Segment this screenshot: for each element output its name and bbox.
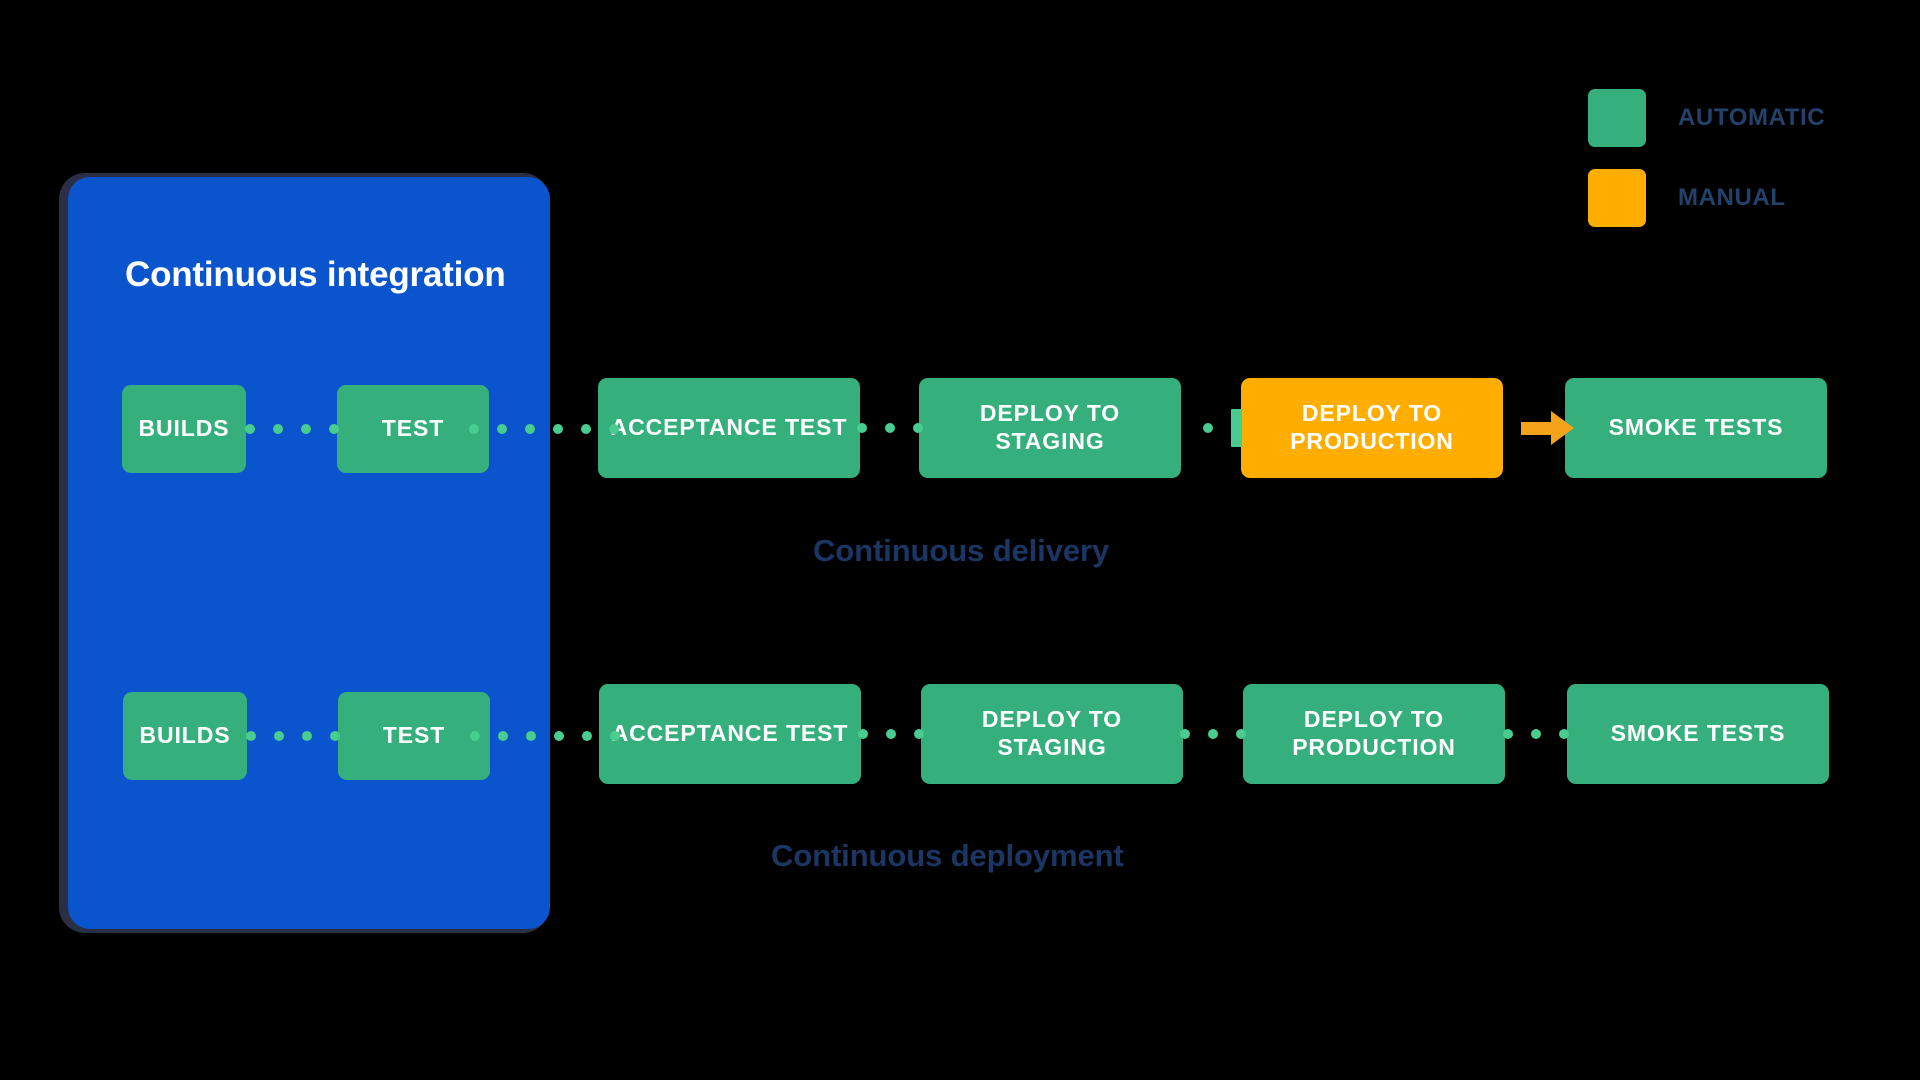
connector-dot [1203, 423, 1213, 433]
connector-arrow-icon [1521, 411, 1574, 445]
stage-continuous-deployment-smoke-tests[interactable]: SMOKE TESTS [1567, 684, 1829, 784]
connector-dot [609, 731, 620, 741]
connector-dot [1236, 729, 1246, 739]
connector-dot [886, 729, 896, 739]
arrow-shaft [1521, 421, 1551, 435]
connector-dot [1180, 729, 1190, 739]
stage-continuous-deployment-deploy-to-staging[interactable]: DEPLOY TO STAGING [921, 684, 1183, 784]
connector-dot [496, 424, 507, 434]
caption-continuous-deployment: Continuous deployment [771, 838, 1124, 873]
connector-dot [553, 731, 564, 741]
connector-dot [1559, 729, 1569, 739]
manual-swatch [1588, 169, 1646, 227]
stage-continuous-delivery-deploy-to-staging[interactable]: DEPLOY TO STAGING [919, 378, 1181, 478]
connector-dots-continuous-deployment-2 [469, 730, 620, 742]
stage-continuous-deployment-test[interactable]: TEST [338, 692, 490, 780]
stage-continuous-delivery-builds[interactable]: BUILDS [122, 385, 246, 473]
connector-dot [245, 731, 256, 741]
stage-continuous-delivery-acceptance-test[interactable]: ACCEPTANCE TEST [598, 378, 860, 478]
automatic-swatch [1588, 89, 1646, 147]
connector-dot [329, 731, 340, 741]
connector-dot [581, 731, 592, 741]
stage-continuous-deployment-builds[interactable]: BUILDS [123, 692, 247, 780]
stage-continuous-delivery-deploy-to-production[interactable]: DEPLOY TO PRODUCTION [1241, 378, 1503, 478]
connector-dot [1531, 729, 1541, 739]
connector-dot [884, 423, 895, 433]
connector-dot [273, 731, 284, 741]
legend-label-manual: MANUAL [1678, 184, 1786, 211]
stage-continuous-deployment-deploy-to-production[interactable]: DEPLOY TO PRODUCTION [1243, 684, 1505, 784]
connector-dots-continuous-deployment-5 [1503, 728, 1569, 740]
connector-dot [300, 424, 311, 434]
ci-panel-title: Continuous integration [125, 255, 506, 294]
connector-dot [469, 731, 480, 741]
manual-approval-gate-icon [1231, 409, 1242, 447]
legend: AUTOMATIC MANUAL [1588, 88, 1888, 248]
connector-dot [914, 729, 924, 739]
connector-dot [272, 424, 283, 434]
connector-dot [468, 424, 479, 434]
connector-dot [301, 731, 312, 741]
connector-dots-continuous-delivery-1 [244, 423, 339, 435]
ci-panel [68, 177, 550, 929]
connector-dots-continuous-deployment-1 [245, 730, 340, 742]
connector-dot [1503, 729, 1513, 739]
connector-dot [524, 424, 535, 434]
connector-dot [580, 424, 591, 434]
arrow-head [1551, 411, 1574, 445]
connector-dots-continuous-delivery-3 [856, 422, 923, 434]
connector-dot [525, 731, 536, 741]
caption-continuous-delivery: Continuous delivery [813, 533, 1110, 568]
stage-continuous-deployment-acceptance-test[interactable]: ACCEPTANCE TEST [599, 684, 861, 784]
connector-dot [858, 729, 868, 739]
connector-dot [328, 424, 339, 434]
connector-dot [856, 423, 867, 433]
stage-continuous-delivery-test[interactable]: TEST [337, 385, 489, 473]
connector-dot [608, 424, 619, 434]
stage-continuous-delivery-smoke-tests[interactable]: SMOKE TESTS [1565, 378, 1827, 478]
legend-item-manual: MANUAL [1588, 168, 1888, 228]
connector-dot [497, 731, 508, 741]
connector-dots-continuous-deployment-4 [1180, 728, 1246, 740]
connector-dot [912, 423, 923, 433]
legend-item-automatic: AUTOMATIC [1588, 88, 1888, 148]
connector-dot [244, 424, 255, 434]
legend-label-automatic: AUTOMATIC [1678, 104, 1826, 131]
connector-dots-continuous-delivery-2 [468, 423, 619, 435]
connector-dot [552, 424, 563, 434]
connector-dot [1208, 729, 1218, 739]
connector-dots-continuous-deployment-3 [858, 728, 924, 740]
